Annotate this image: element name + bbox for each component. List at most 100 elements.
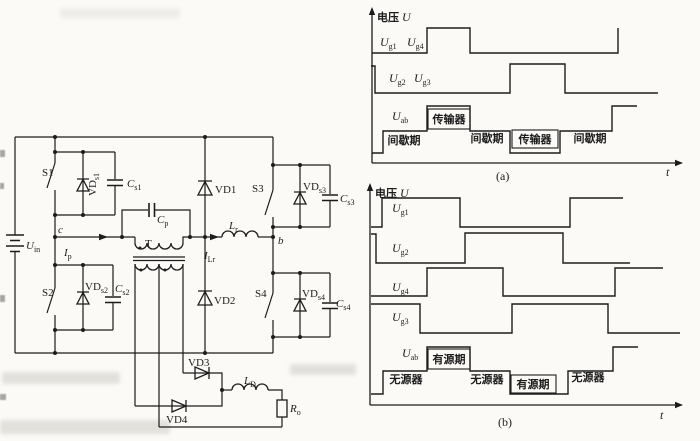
s4-label: S4 [255,288,267,300]
node-b-label: b [278,235,284,247]
panel-b-y-arrow [366,183,374,191]
waveform-ug2-ug3 [371,63,658,94]
ro-label: Ro [289,403,301,417]
waveform-ug2-b [371,232,630,264]
transmission-label: 传输器 [518,132,553,146]
active-label-box [427,348,471,370]
page-edge-mark [0,295,5,302]
s2-label: S2 [42,287,54,299]
diode-symbol-vd1 [196,180,214,196]
scan-smudge [2,372,120,384]
panel-a-x-arrow [675,159,683,167]
cp-label: Cp [157,214,168,228]
active-label-box [510,374,557,394]
waveform-ug1-ug4 [372,27,619,54]
waveform-uab-b [371,346,638,395]
vds4-label: VDs4 [302,288,325,302]
resistor-ro [159,399,288,428]
vd1-label: VD1 [215,184,236,196]
diode-symbol-vds4 [292,298,308,312]
transformer-symbol [133,236,222,427]
uab-label-b: Uab [402,346,418,362]
scan-smudge [290,364,356,375]
transmission-label-box [511,129,559,149]
diode-symbol-vd4 [171,399,188,413]
s3-label: S3 [252,183,264,195]
snubber-s1 [55,151,123,216]
inductor-lr [221,230,273,238]
ilr-label: ILr [203,250,216,264]
waveform-ug4-b [371,267,663,297]
page-edge-mark [0,150,5,157]
diode-symbol-vd3 [194,366,211,380]
passive-label: 无源器 [470,372,505,386]
lr-label: Lr [228,220,238,234]
capacitor-cp [121,203,191,237]
vds1-label: VDs1 [87,173,101,196]
scan-smudge [0,420,170,434]
node-c-label: c [58,224,63,236]
vds3-label: VDs3 [303,181,326,195]
vds2-label: VDs2 [85,281,108,295]
panel-b-x-axis-label: t [660,408,664,422]
cs1-label: Cs1 [127,178,141,192]
snubber-s4 [273,272,338,338]
transmission-label-box [427,108,471,130]
ip-arrowhead [99,233,108,241]
junction-dots [53,135,302,392]
ld-label: LD [243,375,256,389]
passive-label: 无源器 [571,370,606,384]
switch-s3 [264,137,274,237]
uab-label-a: Uab [392,109,408,125]
vd3-label: VD3 [188,357,210,369]
uin-label: Uin [26,240,40,254]
ilr-arrowhead [210,233,219,241]
interval-label: 间歇期 [388,133,421,147]
transformer-label: T [145,238,152,250]
dc-source-symbol [6,137,24,353]
rectifier-output [135,366,288,428]
panel-a-y-arrow [368,7,376,15]
interval-label: 间歇期 [574,131,607,145]
waveform-ug1-b [371,197,623,228]
snubber-s2 [55,264,121,331]
waveform-ug3-b [371,303,680,334]
ug1-label-b: Ug1 [392,201,409,217]
interval-label: 间歇期 [471,131,504,145]
ug2-label-b: Ug2 [392,241,409,257]
vd2-label: VD2 [214,295,235,307]
switch-s2 [46,237,56,353]
s1-label: S1 [42,167,54,179]
ug4-label-b: Ug4 [392,280,409,296]
diode-symbol-vds3 [292,191,308,205]
circuit-schematic: Uin S1 VDs1 Cs1 S2 [6,135,354,428]
diode-symbol-vds1 [75,178,91,192]
panel-b-caption: (b) [498,415,512,429]
ug3-label-b: Ug3 [392,310,409,326]
cs2-label: Cs2 [115,283,129,297]
panel-a-caption: (a) [496,169,509,183]
waveform-uab-a [372,105,637,154]
passive-label: 无源器 [389,372,424,386]
snubber-s3 [273,164,338,228]
active-label: 有源期 [517,377,550,391]
page-edge-mark [0,183,4,189]
transmission-label: 传输器 [432,112,467,126]
active-label: 有源期 [433,352,466,366]
panel-a-x-axis-label: t [666,165,670,179]
diode-symbol-vds2 [75,291,91,305]
ug2-label-a: Ug2 [389,71,406,87]
ug1-label-a: Ug1 [380,35,397,51]
ug3-label-a: Ug3 [414,71,431,87]
page-edge-mark [0,394,6,400]
vd4-label: VD4 [166,414,188,426]
cs4-label: Cs4 [336,298,350,312]
scan-smudge [60,8,180,18]
diode-symbol-vd2 [196,290,214,306]
